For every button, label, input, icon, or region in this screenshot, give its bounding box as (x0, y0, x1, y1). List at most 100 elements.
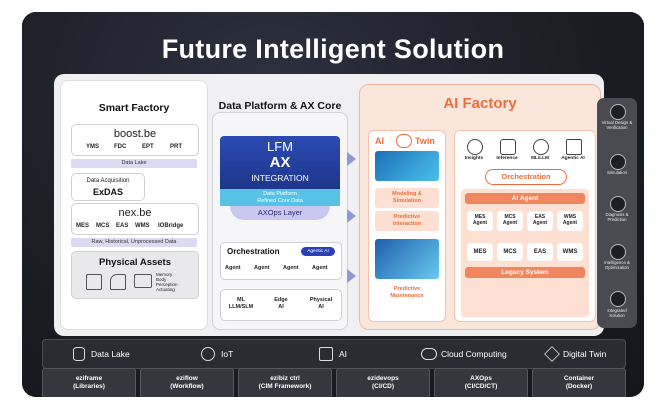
ai-twin-label-left: AI (375, 136, 384, 146)
sidebar-label-diagnosis-2: Prediction (607, 217, 627, 222)
nex-module-wms: WMS (135, 223, 150, 229)
wms-agent-name: WMS (563, 214, 577, 220)
physical-item-perception: Perception (156, 282, 178, 287)
tech-ai: AI (339, 349, 348, 359)
inference-icon (500, 139, 516, 155)
modeling-box: Modeling & Simulation (375, 188, 439, 208)
ai-factory-panel: AI Factory AI Twin Modeling & Simulation… (359, 84, 601, 330)
framework-eziframe: eziframe (Libraries) (42, 368, 136, 397)
dp-ai-types-box: ML LLM/SLM Edge AI Physical AI (220, 289, 342, 321)
database-icon (73, 347, 85, 361)
mcs-agent-name: MCS (504, 214, 516, 220)
dp-agent-2: Agent (254, 265, 270, 271)
ai-twin-column: AI Twin Modeling & Simulation Predictive… (368, 130, 446, 322)
modeling-label-2: Simulation (392, 198, 422, 204)
predictive-interaction-box: Predictive Interaction (375, 211, 439, 231)
eas-agent-suffix: Agent (532, 220, 548, 226)
sidebar-label-diagnosis-1: Diagnosis & (605, 212, 629, 217)
refined-label-1: Data Platform (263, 191, 297, 197)
cube-icon (544, 346, 560, 362)
ml-label-2: LLM/SLM (228, 304, 254, 310)
gear-icon (610, 154, 626, 170)
mes-agent-card: MES Agent (467, 211, 493, 231)
insights-icon (467, 139, 483, 155)
nex-module-iobridge: IOBridge (158, 223, 184, 229)
robot-arm-icon (110, 274, 126, 290)
eas-agent-card: EAS Agent (527, 211, 553, 231)
framework-axops-sub: (CI/CD/CT) (464, 383, 498, 390)
nex-module-eas: EAS (116, 223, 129, 229)
mcs-agent-card: MCS Agent (497, 211, 523, 231)
lfm-label: LFM (267, 139, 293, 154)
search-icon (610, 196, 626, 212)
framework-eziflow-sub: (Workflow) (170, 383, 204, 390)
tech-digital-twin: Digital Twin (563, 349, 607, 359)
dp-agent-3: Agent (283, 265, 299, 271)
mes-agent-suffix: Agent (472, 220, 488, 226)
ax-label: AX (269, 154, 291, 171)
ai-twin-label-right: Twin (415, 136, 435, 146)
iot-icon (201, 347, 215, 361)
framework-axops: AXOps (CI/CD/CT) (434, 368, 528, 397)
brain-icon (396, 134, 412, 148)
framework-ezibizctrl-sub: (CIM Framework) (258, 383, 312, 390)
refined-label-2: Refined Core Data (257, 198, 303, 204)
mes-agent-name: MES (474, 214, 486, 220)
axops-label: AXOps Layer (257, 208, 303, 217)
framework-ezibizctrl-name: ezibiz ctrl (270, 375, 300, 382)
ml-llm-icon (533, 139, 549, 155)
physical-item-memory: Memory (156, 272, 173, 277)
digital-twin-image (375, 151, 439, 181)
framework-eziflow: eziflow (Workflow) (140, 368, 234, 397)
orchestration-pill: Orchestration (485, 169, 567, 185)
boost-module-prt: PRT (170, 144, 182, 150)
physical-label-2: AI (318, 304, 324, 310)
boost-module-yms: YMS (86, 144, 100, 150)
diagram-frame: Future Intelligent Solution Smart Factor… (22, 12, 644, 397)
dp-orchestration-label: Orchestration (227, 247, 280, 256)
sidebar-label-virtual-2: Verification (606, 125, 628, 130)
arrow-right-3 (347, 269, 356, 283)
framework-ezidevops: ezidevops (CI/CD) (336, 368, 430, 397)
physical-assets-title: Physical Assets (99, 257, 171, 268)
ai-factory-title: AI Factory (443, 95, 517, 112)
refined-data-block: Data Platform Refined Core Data (220, 189, 340, 206)
eas-agent-name: EAS (534, 214, 546, 220)
capability-insights: Insights (464, 156, 484, 161)
data-lake-strip: Data Lake (71, 159, 197, 168)
stack-icon (610, 291, 626, 307)
agentic-ai-badge: Agentic AI (301, 247, 335, 256)
framework-eziframe-name: eziframe (75, 375, 103, 382)
tech-iot: IoT (221, 349, 234, 359)
ai-agent-bar: AI Agent (465, 193, 585, 204)
nex-module-mes: MES (76, 223, 90, 229)
framework-ezibizctrl: ezibiz ctrl (CIM Framework) (238, 368, 332, 397)
integration-label: INTEGRATION (251, 173, 309, 183)
smart-factory-title: Smart Factory (98, 102, 170, 114)
sidebar-label-virtual-1: Virtual Design & (601, 120, 633, 125)
legacy-system-bar: Legacy System (465, 267, 585, 278)
physical-assets-box: Physical Assets Memory Body Perception A… (71, 251, 199, 299)
edge-label-1: Edge (274, 297, 288, 303)
smart-factory-panel: Smart Factory boost.be YMS FDC EPT PRT D… (60, 80, 208, 330)
boost-box: boost.be YMS FDC EPT PRT (71, 124, 199, 156)
ai-agent-column: Insights Inference ML/LLM Agentic AI Orc… (454, 130, 596, 322)
maintenance-label-1: Predictive (393, 286, 421, 292)
framework-container-name: Container (563, 375, 595, 382)
framework-eziflow-name: eziflow (176, 375, 198, 382)
physical-label-1: Physical (309, 297, 333, 303)
axops-layer: AXOps Layer (230, 206, 330, 220)
maintenance-label-2: Maintenance (390, 293, 424, 299)
physical-item-actuating: Actuating (156, 287, 175, 292)
frameworks-row: eziframe (Libraries) eziflow (Workflow) … (42, 368, 626, 397)
physical-item-body: Body (156, 277, 167, 282)
framework-ezidevops-name: ezidevops (367, 375, 399, 382)
sidebar-label-intelligence-1: Intelligence & (604, 260, 630, 265)
capability-inference: Inference (496, 156, 518, 161)
raw-data-strip: Raw, Historical, Unprocessed Data (71, 238, 197, 247)
exdas-box: Data Acquisition ExDAS (71, 173, 145, 201)
network-icon (610, 104, 626, 120)
dp-orchestration-box: Orchestration Agentic AI Agent Agent Age… (220, 242, 342, 280)
capability-sidebar: Virtual Design & Verification Simulation… (597, 98, 637, 328)
capability-agentic-ai: Agentic AI (561, 156, 585, 161)
